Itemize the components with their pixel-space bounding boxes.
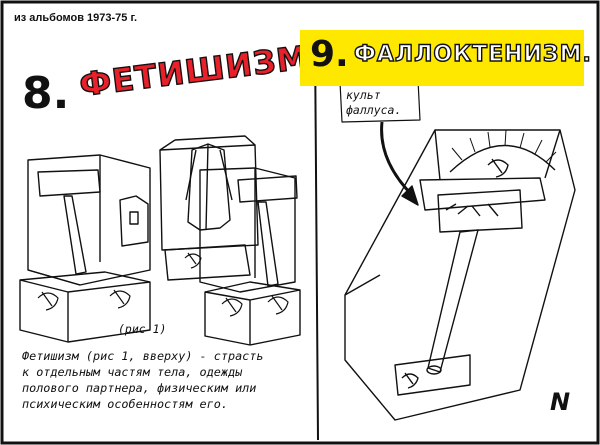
left-panel-number: 8. [22, 68, 70, 119]
caption-line: к отдельным частям тела, одежды [22, 365, 243, 379]
caption-line: полового партнера, физическим или [22, 381, 257, 395]
figure-label: (рис 1) [118, 322, 167, 336]
source-note: из альбомов 1973-75 г. [14, 12, 138, 24]
caption-line: Фетишизм (рис 1, вверху) - страсть [22, 349, 264, 363]
callout-line: культ [346, 88, 381, 102]
right-title-banner [300, 30, 584, 86]
callout-text: культ фаллуса. [346, 88, 401, 118]
artist-signature: N [550, 388, 571, 416]
caption-line: психическим особенностям его. [22, 397, 228, 411]
right-panel-number: 9. [310, 34, 349, 75]
left-caption: Фетишизм (рис 1, вверху) - страсть к отд… [22, 348, 312, 412]
right-panel-title: ФАЛЛОКТЕНИЗМ. [353, 41, 592, 67]
right-panel-drawing [339, 79, 576, 421]
callout-line: фаллуса. [346, 103, 402, 117]
left-panel-drawing [19, 135, 301, 346]
